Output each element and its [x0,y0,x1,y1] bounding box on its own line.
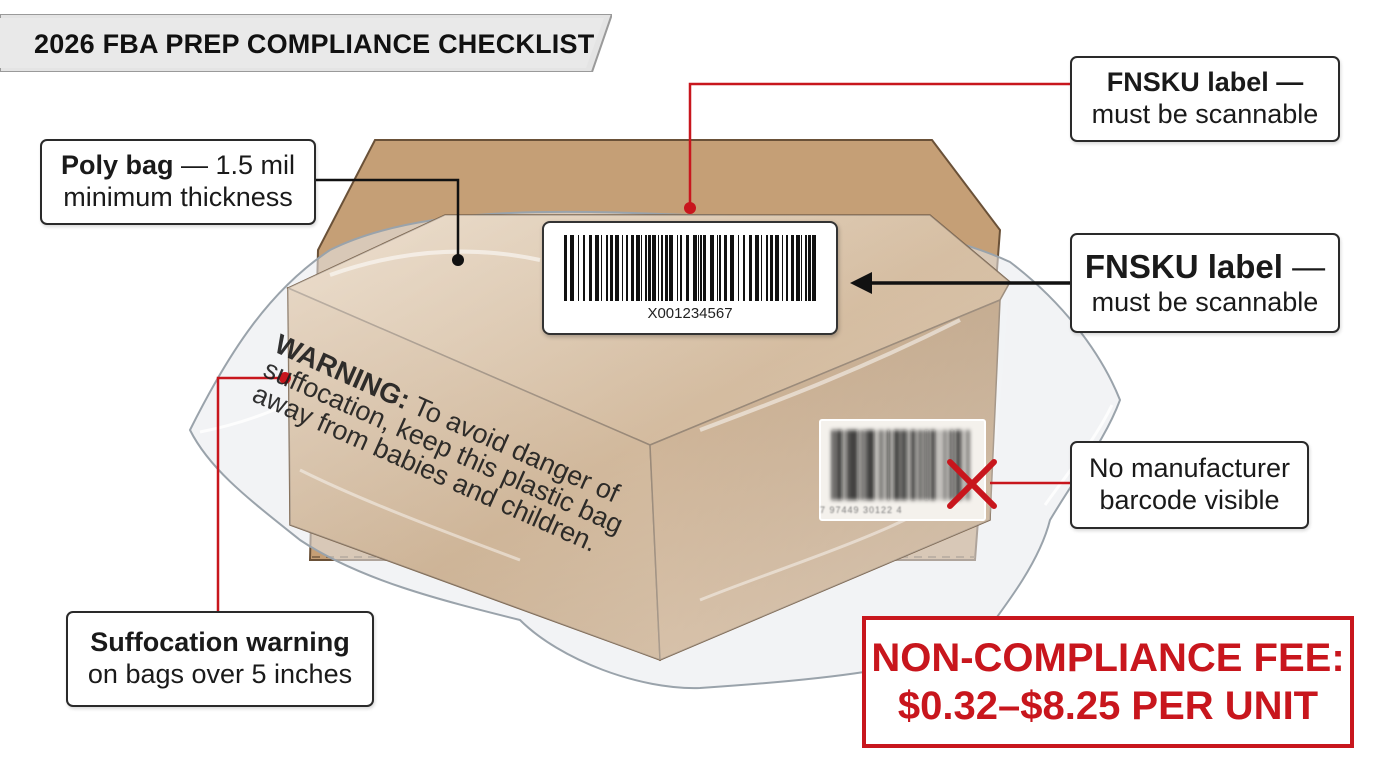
leader-dot [279,372,291,384]
callout-fnsku-mid: FNSKU label — must be scannable [1070,233,1340,333]
callout-fnsku-mid-rest: — [1282,247,1326,285]
fnsku-code: X001234567 [647,305,733,322]
leader-dot [684,202,696,214]
leader-dot [452,254,464,266]
callout-poly-bag-rest: — 1.5 mil [173,150,296,181]
callout-poly-bag-line2: minimum thickness [63,182,293,212]
callout-poly-bag-bold: Poly bag [60,150,174,181]
callout-barcode-line1: No manufacturer [1088,453,1291,484]
callout-suffocation-warning: Suffocation warning on bags over 5 inche… [66,611,374,707]
fee-line2: $0.32–$8.25 PER UNIT [897,684,1319,728]
leader-poly-bag [312,178,460,260]
x-mark-icon [947,459,997,509]
callout-fnsku-top-line1: FNSKU label — [1106,67,1304,98]
barcode-icon [564,235,816,301]
callout-fnsku-mid-bold: FNSKU label [1084,247,1283,285]
leader-lines [216,82,1070,611]
callout-fnsku-top-line2: must be scannable [1091,99,1319,129]
fnsku-label: X001234567 [542,221,838,335]
manufacturer-barcode [819,419,986,521]
title-banner: 2026 FBA PREP COMPLIANCE CHECKLIST [0,14,612,72]
callout-manufacturer-barcode: No manufacturer barcode visible [1070,441,1309,529]
callout-poly-bag: Poly bag — 1.5 mil minimum thickness [40,139,316,225]
title-banner-shape [0,14,612,72]
fee-line1: NON-COMPLIANCE FEE: [871,636,1345,680]
arrow-head-icon [850,272,872,294]
callout-suffocation-line1: Suffocation warning [90,627,350,658]
leader-suffocation [216,376,285,611]
callout-fnsku-mid-line2: must be scannable [1091,286,1319,317]
leader-fnsku-top [688,82,1070,208]
callout-barcode-line2: barcode visible [1099,485,1280,515]
manufacturer-barcode-number: 7 97449 30122 4 [820,505,903,515]
callout-fnsku-top: FNSKU label — must be scannable [1070,56,1340,142]
page-title: 2026 FBA PREP COMPLIANCE CHECKLIST [34,29,595,59]
non-compliance-fee-box: NON-COMPLIANCE FEE: $0.32–$8.25 PER UNIT [862,616,1354,748]
callout-suffocation-line2: on bags over 5 inches [87,659,353,689]
